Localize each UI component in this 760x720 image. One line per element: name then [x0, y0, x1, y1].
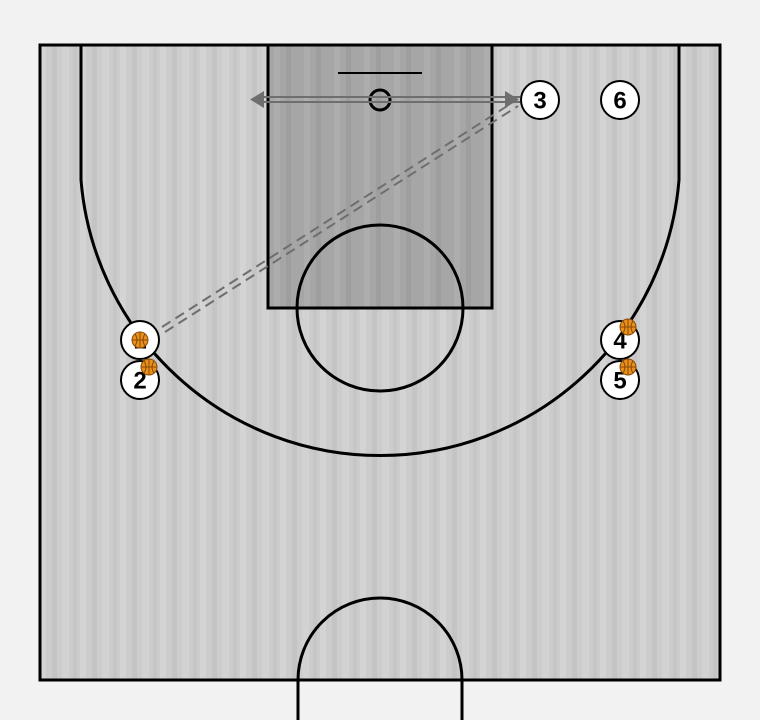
rim [368, 88, 392, 112]
basketball-icon [619, 318, 637, 336]
paint-outline [266, 43, 494, 310]
basketball-icon [619, 358, 637, 376]
player-5: 5 [600, 358, 640, 400]
player-4: 4 [600, 318, 640, 360]
pass-line [161, 100, 519, 333]
players-layer: 1 2 3 4 5 6 [120, 80, 640, 400]
player-number: 6 [613, 88, 626, 115]
basketball-icon [131, 331, 149, 349]
player-3: 3 [520, 80, 560, 120]
player-circle [520, 80, 560, 120]
player-number: 2 [133, 368, 146, 395]
center-circle [296, 596, 464, 720]
player-1: 1 [120, 320, 160, 360]
free-throw-circle [295, 223, 465, 393]
cut-arrow [250, 91, 520, 108]
player-6: 6 [600, 80, 640, 120]
player-circle [600, 80, 640, 120]
paint-area [268, 45, 492, 308]
basketball-icon [140, 358, 158, 376]
player-number: 3 [533, 88, 546, 115]
three-point-line [79, 45, 681, 458]
player-number: 5 [613, 368, 626, 395]
player-2: 2 [120, 358, 160, 400]
